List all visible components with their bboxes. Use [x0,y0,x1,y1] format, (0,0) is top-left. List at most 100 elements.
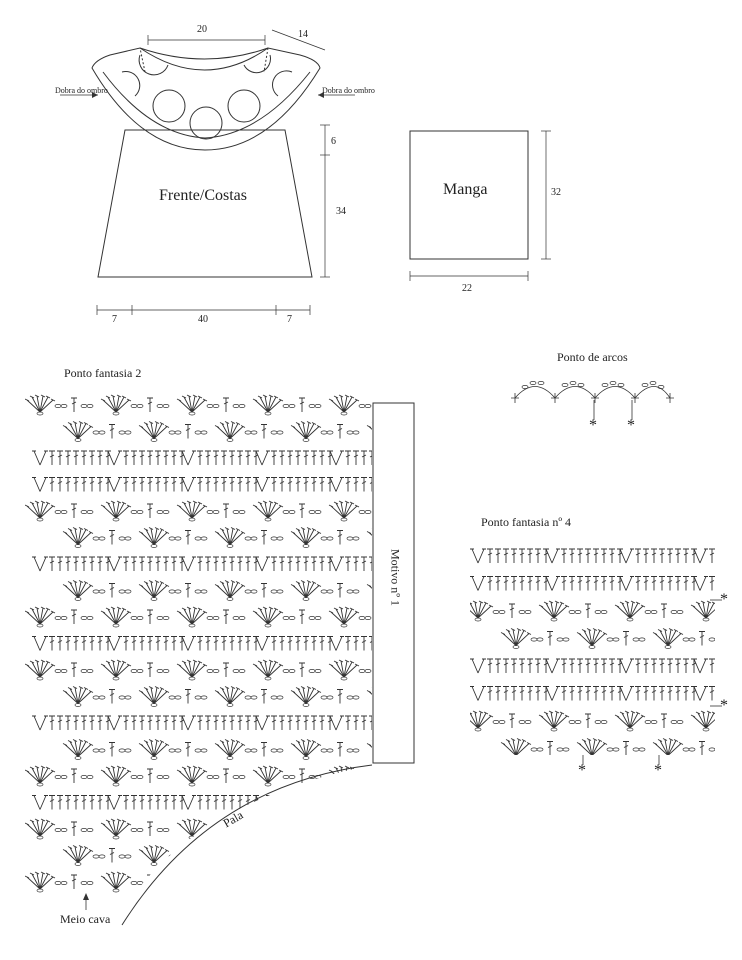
dc-stitch-group [470,687,549,701]
fan-stitch-group [329,395,397,415]
dc-stitch-group [692,659,742,673]
fantasia-4-title: Ponto fantasia nº 4 [481,515,572,529]
dc-stitch-group [328,451,407,465]
dc-stitch-group [106,796,185,810]
dc-stitch-group [618,577,697,591]
fan-stitch-group [443,846,511,866]
dc-stitch-group [180,478,259,492]
fan-stitch-group [25,872,93,892]
arcos-stitch-chart [511,381,674,420]
fan-stitch-group [215,846,283,866]
fan-stitch-group [539,601,607,621]
fan-stitch-group [329,501,397,521]
fan-stitch-group [177,766,245,786]
dc-stitch-group [544,687,623,701]
fan-stitch-group [253,660,321,680]
dc-stitch-group [692,577,742,591]
dc-stitch-group [328,716,407,730]
fan-stitch-group [177,501,245,521]
fan-stitch-group [25,660,93,680]
fan-stitch-group [25,607,93,627]
fan-stitch-group [177,872,245,892]
dc-stitch-group [32,478,111,492]
fan-stitch-group [367,740,435,760]
dc-stitch-group [180,637,259,651]
fan-stitch-group [63,846,131,866]
dc-stitch-group [544,577,623,591]
fan-stitch-group [215,528,283,548]
fan-stitch-group [291,846,359,866]
fan-stitch-group [253,607,321,627]
fan-stitch-group [177,607,245,627]
fan-stitch-group [139,528,207,548]
fan-stitch-group [139,846,207,866]
fan-stitch-group [463,711,531,731]
fan-stitch-group [63,687,131,707]
fan-stitch-group [291,687,359,707]
motif-1-panel [372,402,415,764]
dc-stitch-group [32,637,111,651]
fantasia-4-repeat-marker-2: * [720,697,728,714]
fantasia-4-stitch-chart [463,549,742,759]
fan-stitch-group [463,601,531,621]
fan-stitch-group [139,687,207,707]
dc-stitch-group [544,659,623,673]
fan-stitch-group [405,607,473,627]
fan-stitch-group [291,528,359,548]
shoulder-fold-right-label: Dobra do ombro [322,86,375,95]
dc-stitch-group [254,451,333,465]
fantasia-2-stitch-chart [25,395,511,892]
neck-width-label: 20 [197,24,207,35]
dc-stitch-group [692,687,742,701]
arcos-repeat-marker-2: * [627,417,635,434]
fan-stitch-group [405,872,473,892]
yoke-height-label: 6 [331,136,336,147]
fan-stitch-group [443,687,511,707]
fan-stitch-group [405,501,473,521]
shoulder-width-label: 14 [298,29,308,40]
dc-stitch-group [180,796,259,810]
fan-stitch-group [501,739,569,759]
dc-stitch-group [328,478,407,492]
pala-curve [121,764,373,926]
fan-stitch-group [501,629,569,649]
motif-1-label: Motivo nº 1 [388,548,403,607]
fan-stitch-group [215,581,283,601]
dc-stitch-group [544,549,623,563]
sleeve-schematic [409,130,551,281]
fan-stitch-group [405,395,473,415]
dc-stitch-group [328,637,407,651]
fan-stitch-group [253,819,321,839]
dc-stitch-group [106,478,185,492]
fan-stitch-group [253,872,321,892]
fan-stitch-group [329,766,397,786]
dc-stitch-group [106,637,185,651]
shoulder-fold-left-label: Dobra do ombro [55,86,108,95]
dc-stitch-group [618,659,697,673]
fan-stitch-group [729,629,742,649]
fan-stitch-group [101,660,169,680]
meio-cava-label: Meio cava [60,912,111,926]
fan-stitch-group [25,501,93,521]
fan-stitch-group [405,660,473,680]
fan-stitch-group [405,766,473,786]
fantasia-4-repeat-marker-4: * [654,762,662,779]
fan-stitch-group [139,581,207,601]
body-height-label: 34 [336,206,346,217]
dc-stitch-group [254,557,333,571]
fan-stitch-group [653,739,721,759]
fan-stitch-group [101,766,169,786]
arcos-title: Ponto de arcos [557,350,628,364]
fan-stitch-group [577,629,645,649]
fan-stitch-group [101,607,169,627]
fan-stitch-group [139,422,207,442]
fan-stitch-group [615,601,683,621]
fan-stitch-group [291,581,359,601]
dc-stitch-group [32,557,111,571]
fan-stitch-group [63,422,131,442]
fan-stitch-group [367,846,435,866]
fan-stitch-group [329,819,397,839]
fan-stitch-group [615,711,683,731]
fan-stitch-group [653,629,721,649]
dc-stitch-group [32,451,111,465]
